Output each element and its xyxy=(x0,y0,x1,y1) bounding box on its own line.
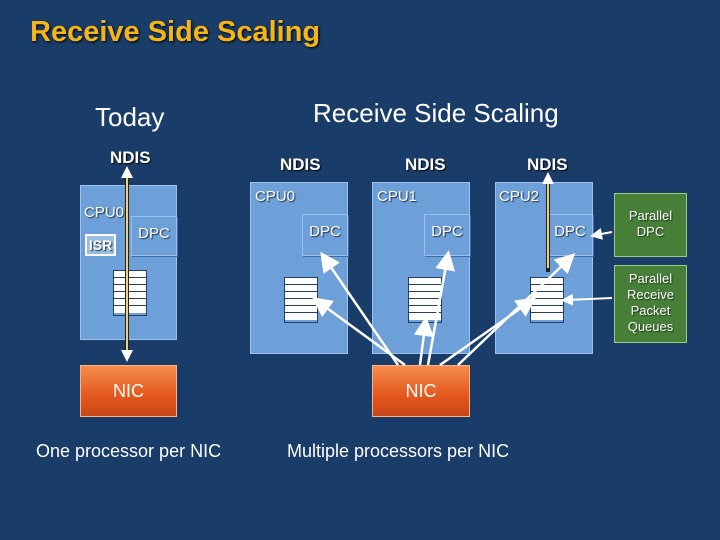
nic-to-dpc-1 xyxy=(426,250,456,366)
today-heading: Today xyxy=(95,102,165,132)
rss-dpc-box-1: DPC xyxy=(424,214,470,256)
rss-heading: Receive Side Scaling xyxy=(313,98,559,128)
rss-dpc-box-2: DPC xyxy=(547,214,593,256)
nic-to-queue-1 xyxy=(413,316,434,366)
rss-cpu2-label: CPU2 xyxy=(499,188,540,205)
today-cpu0-label: CPU0 xyxy=(84,204,125,221)
parallel-queues-legend: Parallel Receive Packet Queues xyxy=(614,265,687,343)
rss-nic-box: NIC xyxy=(372,365,470,417)
today-ndis-label: NDIS xyxy=(110,148,151,167)
nic-to-dpc-2 xyxy=(457,253,576,366)
rss-queue-0 xyxy=(284,277,318,323)
parallel-dpc-legend: Parallel DPC xyxy=(614,193,687,257)
rss-cpu1-label: CPU1 xyxy=(377,188,418,205)
rss-ndis-label-1: NDIS xyxy=(405,155,446,174)
rss-cpu0-label: CPU0 xyxy=(255,188,296,205)
today-isr-box: ISR xyxy=(85,234,116,256)
slide-title: Receive Side Scaling xyxy=(30,16,321,48)
rss-dpc-box-0: DPC xyxy=(302,214,348,256)
legend-dpc-arrow xyxy=(590,227,613,240)
legend-queue-arrow xyxy=(561,293,613,306)
today-nic-box: NIC xyxy=(80,365,177,417)
today-caption: One processor per NIC xyxy=(36,441,222,461)
rss-ndis-label-2: NDIS xyxy=(527,155,568,174)
rss-caption: Multiple processors per NIC xyxy=(287,441,510,461)
rss-cpu2-box xyxy=(495,182,593,354)
rss-ndis-label-0: NDIS xyxy=(280,155,321,174)
nic-to-dpc-0 xyxy=(320,251,400,366)
